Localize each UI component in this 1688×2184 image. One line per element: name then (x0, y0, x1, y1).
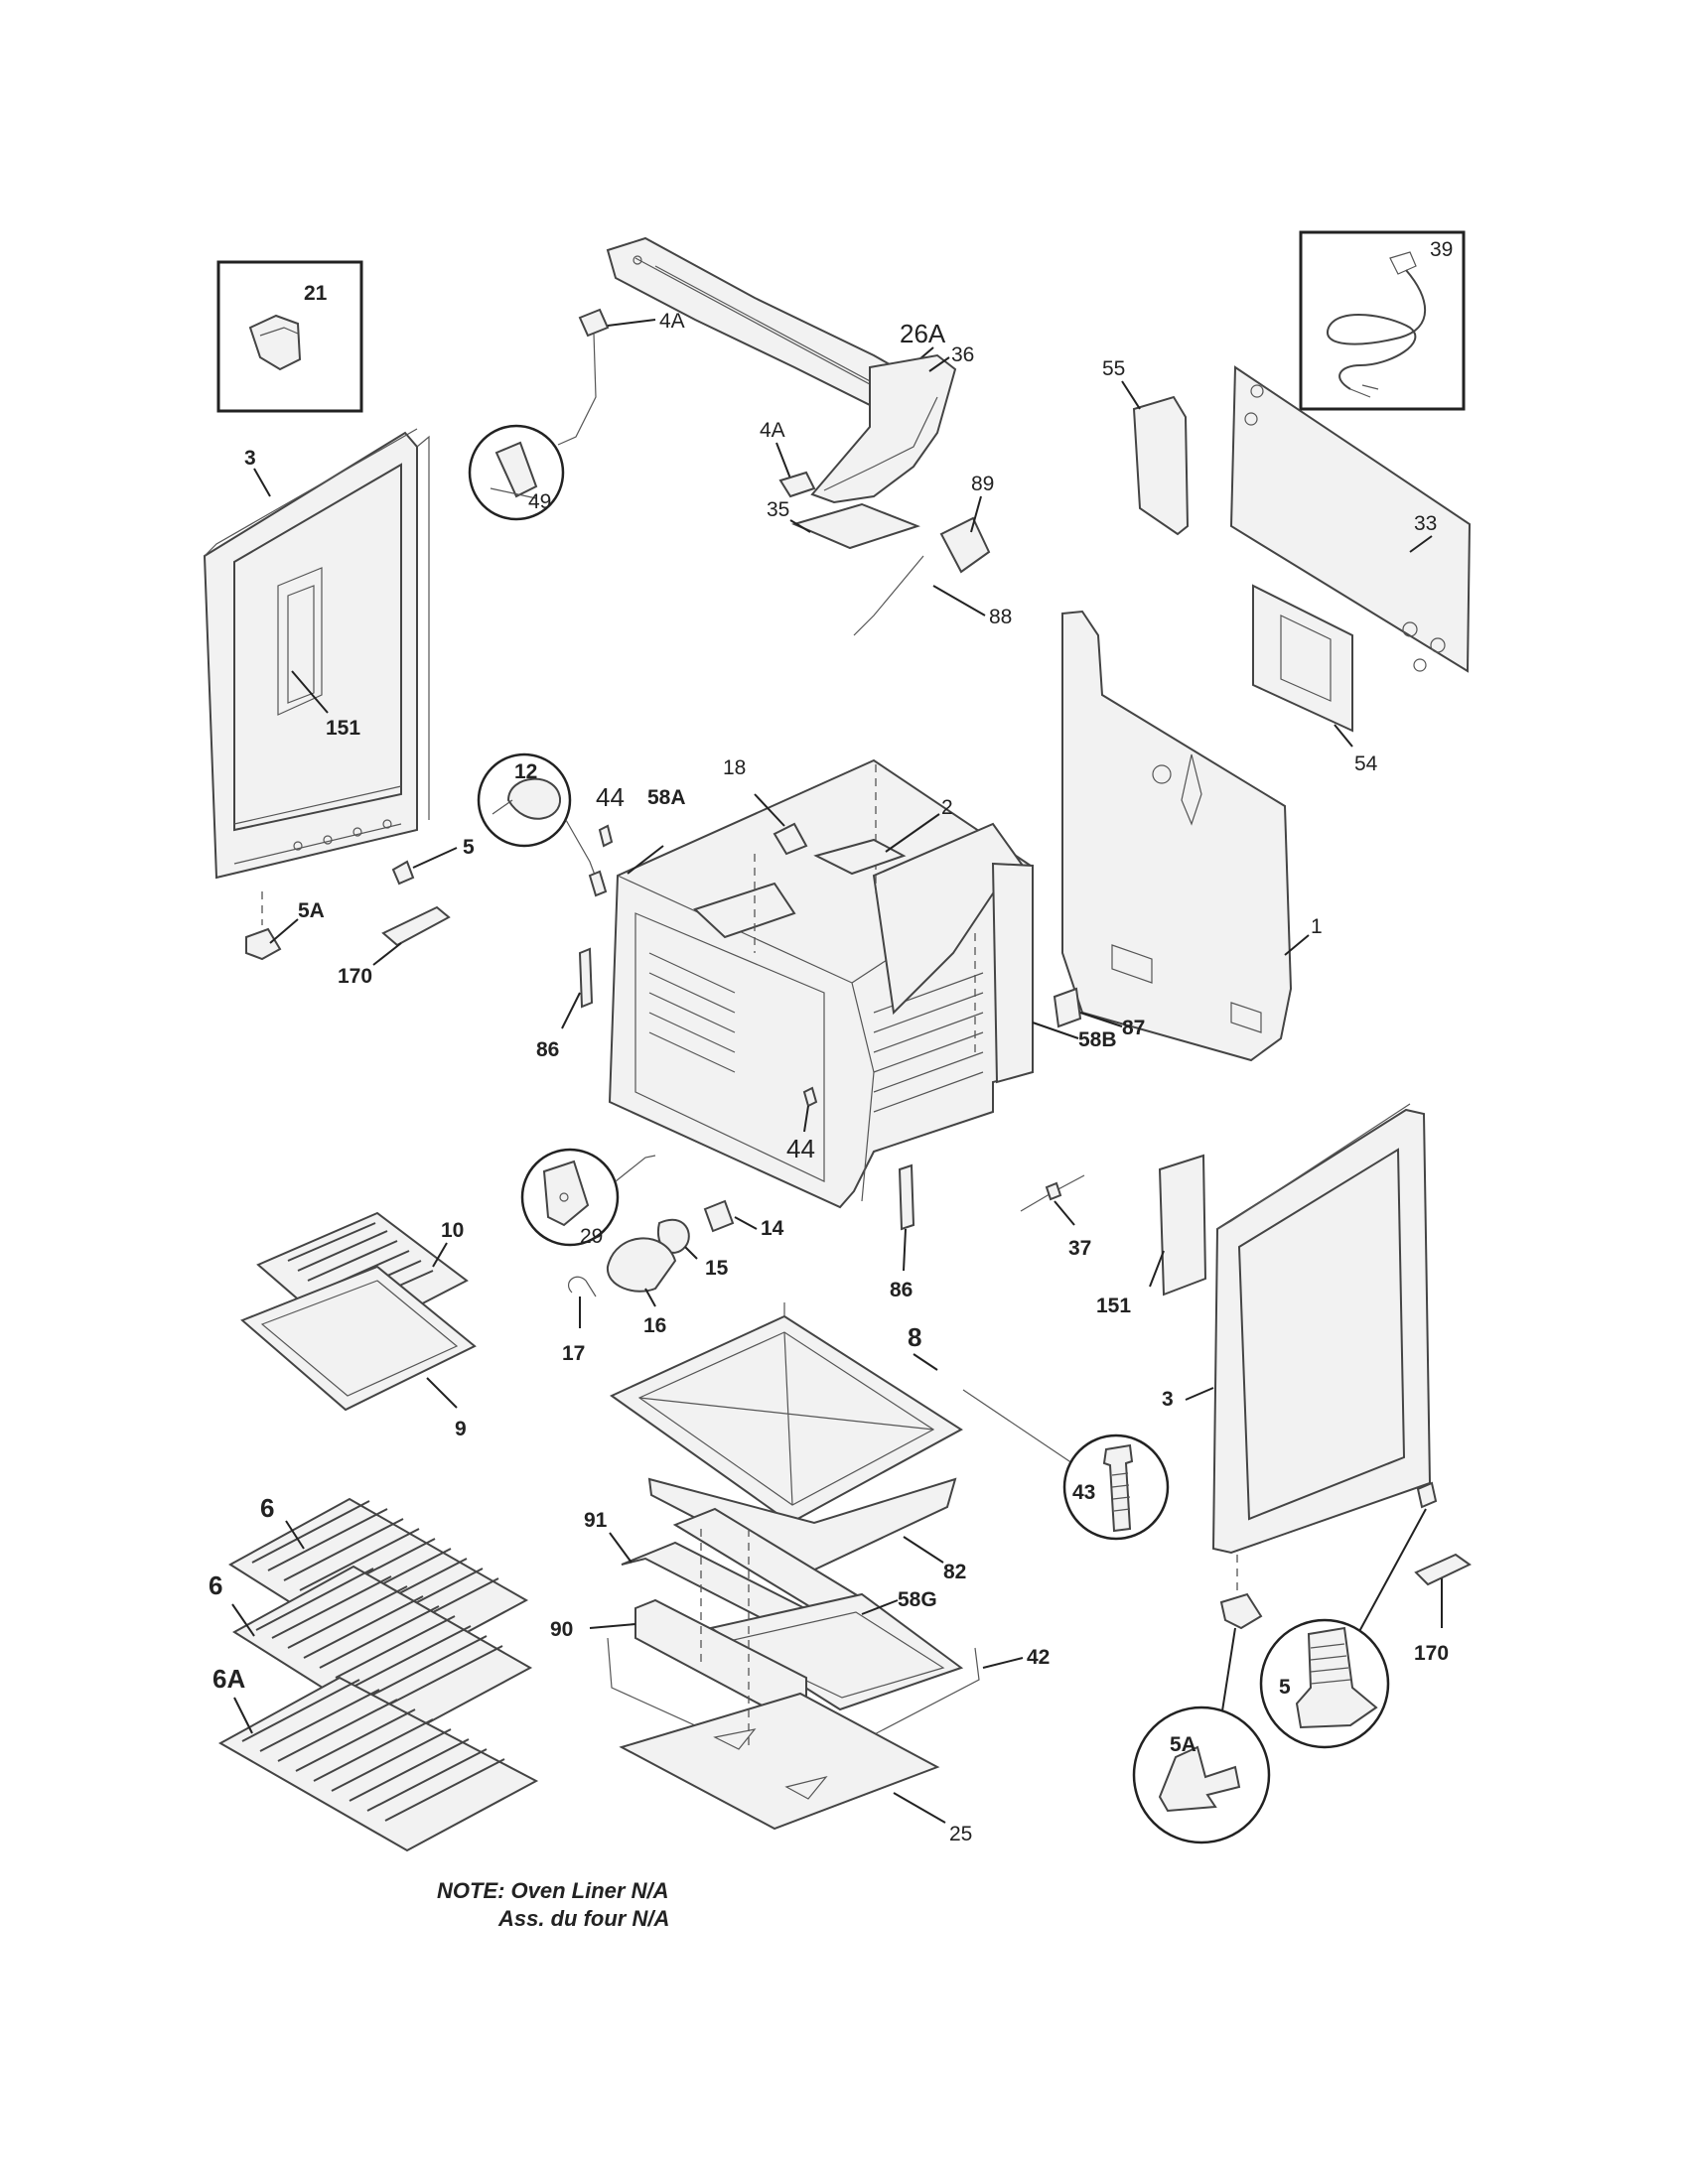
label-3-right: 3 (1162, 1388, 1174, 1411)
inset-box-21: 21 (216, 260, 363, 413)
left-hardware: 5 5A 170 (245, 836, 475, 988)
wire-37: 37 (1020, 1174, 1091, 1260)
label-151-left: 151 (326, 717, 360, 740)
note-line-1: NOTE: Oven Liner N/A (437, 1878, 668, 1903)
label-37: 37 (1068, 1237, 1091, 1260)
label-33: 33 (1414, 512, 1437, 535)
left-door-3: 3 151 (203, 428, 430, 880)
label-58B: 58B (1078, 1028, 1117, 1051)
label-43: 43 (1072, 1481, 1095, 1504)
label-89: 89 (971, 473, 994, 495)
label-5-left: 5 (463, 836, 475, 859)
label-4A-top: 4A (659, 310, 685, 333)
broiler-pan: 10 9 (240, 1211, 477, 1440)
label-5A-right: 5A (1170, 1733, 1196, 1756)
label-44-bottom: 44 (786, 1134, 815, 1163)
label-14: 14 (761, 1217, 784, 1240)
label-87: 87 (1122, 1017, 1145, 1039)
label-82: 82 (943, 1561, 966, 1583)
label-5A-left: 5A (298, 899, 325, 922)
sensor-4A-top: 4A 49 (468, 308, 685, 521)
back-panels: 55 33 54 1 (1061, 357, 1472, 1062)
label-18: 18 (723, 756, 746, 779)
label-88: 88 (989, 606, 1012, 628)
oven-racks: 6 6 6A (209, 1493, 539, 1852)
label-36: 36 (951, 343, 974, 366)
inset-box-39: 39 (1299, 230, 1466, 411)
note-block: NOTE: Oven Liner N/A Ass. du four N/A (437, 1878, 669, 1931)
label-29: 29 (580, 1225, 603, 1248)
label-151-right: 151 (1096, 1295, 1131, 1317)
label-170-right: 170 (1414, 1642, 1449, 1665)
label-16: 16 (643, 1314, 666, 1337)
label-21: 21 (304, 282, 328, 305)
label-170-left: 170 (338, 965, 372, 988)
label-44-top: 44 (596, 782, 625, 812)
sensor-4A-mid: 4A (760, 419, 816, 498)
label-86-right: 86 (890, 1279, 913, 1301)
broil-element-assembly: 36 35 89 88 (767, 343, 1012, 636)
label-49: 49 (528, 490, 551, 513)
label-35: 35 (767, 498, 789, 521)
label-91: 91 (584, 1509, 608, 1532)
label-54: 54 (1354, 752, 1378, 775)
label-6-a: 6 (260, 1493, 274, 1523)
note-line-2: Ass. du four N/A (497, 1906, 669, 1931)
sensor-12: 12 44 (477, 752, 625, 897)
label-3-left: 3 (244, 447, 256, 470)
label-6-b: 6 (209, 1570, 222, 1600)
label-2: 2 (941, 796, 953, 819)
label-55: 55 (1102, 357, 1125, 380)
label-17: 17 (562, 1342, 585, 1365)
label-12: 12 (514, 760, 537, 783)
label-86-left: 86 (536, 1038, 559, 1061)
label-10: 10 (441, 1219, 464, 1242)
label-9: 9 (455, 1418, 467, 1440)
drawer-liner-8: 8 43 (610, 1302, 1170, 1541)
label-6A: 6A (212, 1664, 245, 1694)
right-hardware: 5 5A 170 (1132, 1481, 1472, 1844)
label-15: 15 (705, 1257, 729, 1280)
label-26A: 26A (900, 319, 946, 348)
label-58A: 58A (647, 786, 686, 809)
label-8: 8 (908, 1322, 921, 1352)
rack-supports-and-lamp: 86 86 87 44 29 14 15 16 17 (520, 947, 1145, 1365)
label-1: 1 (1311, 915, 1323, 938)
label-4A-mid: 4A (760, 419, 785, 442)
label-39: 39 (1430, 238, 1453, 261)
label-58G: 58G (898, 1588, 937, 1611)
label-5-right: 5 (1279, 1676, 1291, 1699)
oven-cavity: 58A 58B 18 2 (608, 756, 1117, 1209)
label-42: 42 (1027, 1646, 1050, 1669)
label-90: 90 (550, 1618, 573, 1641)
drawer-components: 82 91 58G 90 42 25 (550, 1477, 1050, 1845)
label-25: 25 (949, 1823, 972, 1845)
